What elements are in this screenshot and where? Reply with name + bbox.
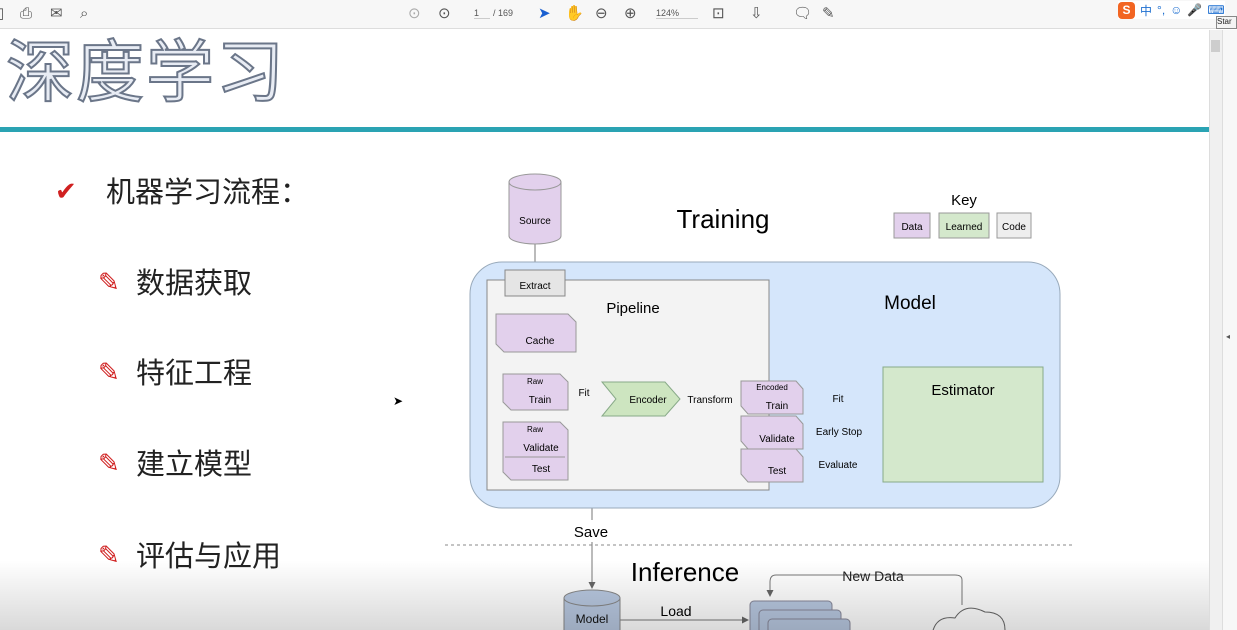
enc-test-label: Test	[768, 466, 787, 477]
test-label: Test	[532, 464, 551, 475]
inference-label: Inference	[631, 557, 739, 587]
early-stop-label: Early Stop	[816, 427, 863, 438]
cache-label: Cache	[526, 336, 555, 347]
raw-label: Raw	[527, 377, 543, 386]
fit-label: Fit	[578, 388, 589, 399]
pencil-icon: ✎	[98, 540, 120, 570]
ime-mode[interactable]: 中	[1140, 3, 1153, 18]
ime-bar: S 中 °, ☺ 🎤 ⌨	[1118, 1, 1225, 19]
ime-punct[interactable]: °,	[1157, 3, 1166, 17]
encoder-label: Encoder	[629, 395, 667, 406]
new-data-label: New Data	[842, 568, 904, 584]
zoom-select[interactable]: 124%	[656, 8, 698, 19]
key-label: Key	[951, 192, 977, 209]
enc-validate-label: Validate	[759, 434, 795, 445]
estimator-label: Estimator	[931, 382, 994, 399]
fit-label: Fit	[832, 394, 843, 405]
scroll-mode-icon[interactable]: ⇩	[750, 5, 763, 22]
scrollbar-thumb[interactable]	[1211, 40, 1220, 52]
title-divider	[0, 127, 1209, 132]
email-icon[interactable]: ✉	[50, 5, 63, 22]
model-db-label: Model	[576, 612, 609, 626]
cloud-icon	[932, 607, 1006, 630]
training-label: Training	[677, 204, 770, 234]
transform-label: Transform	[687, 395, 732, 406]
source-label: Source	[519, 216, 551, 227]
validate-label: Validate	[523, 443, 559, 454]
next-page-icon[interactable]: ⊙	[438, 5, 451, 22]
collapse-arrow-icon[interactable]: ◂	[1226, 332, 1231, 341]
pipeline-label: Pipeline	[606, 300, 659, 317]
source-db	[508, 173, 562, 245]
search-icon[interactable]: ⌕	[80, 5, 89, 22]
hand-tool-icon[interactable]: ✋	[565, 5, 584, 22]
load-label: Load	[660, 603, 691, 619]
train-label: Train	[529, 395, 551, 406]
evaluate-label: Evaluate	[819, 460, 858, 471]
zoom-in-icon[interactable]: ⊕	[624, 5, 637, 22]
emoji-icon[interactable]: ☺	[1170, 3, 1183, 17]
key-code: Code	[1002, 222, 1026, 233]
model-db	[563, 589, 621, 630]
encoded-label: Encoded	[756, 383, 788, 392]
select-tool-icon[interactable]: ➤	[538, 5, 551, 22]
slide-title: 深度学习	[5, 33, 287, 114]
key-learned: Learned	[946, 222, 983, 233]
zoom-out-icon[interactable]: ⊖	[595, 5, 608, 22]
extract-label: Extract	[519, 281, 550, 292]
ml-diagram: Source Training Key Data Learned Code Mo…	[445, 173, 1072, 630]
side-panel-toggle[interactable]: ◂	[1222, 30, 1237, 630]
bullet: 数据获取	[136, 268, 253, 300]
model-label: Model	[884, 293, 936, 314]
raw-label: Raw	[527, 425, 543, 434]
page-total: / 169	[493, 8, 514, 18]
key-data: Data	[901, 222, 923, 233]
save-label: Save	[574, 524, 608, 541]
print-icon[interactable]: ⎙	[20, 5, 33, 22]
mic-icon[interactable]: 🎤	[1187, 3, 1203, 17]
bullet: 建立模型	[136, 449, 253, 481]
pen-icon[interactable]: ✎	[822, 5, 835, 22]
pencil-icon: ✎	[98, 448, 120, 478]
file-icon[interactable]: ▯	[0, 5, 5, 22]
sogou-logo[interactable]: S	[1118, 1, 1135, 19]
pencil-icon: ✎	[98, 267, 120, 297]
check-icon: ✔	[55, 176, 77, 206]
keyboard-icon[interactable]: ⌨	[1207, 3, 1225, 17]
heading: 机器学习流程：	[106, 177, 310, 209]
fit-page-icon[interactable]: ⊡	[712, 5, 725, 22]
bullet: 评估与应用	[136, 541, 282, 573]
pdf-toolbar: ▯ ⎙ ✉ ⌕ ⊙ ⊙ 1 / 169 ➤ ✋ ⊖ ⊕ 124% ⊡ ⇩ 🗨 ✎	[0, 0, 1237, 29]
comment-icon[interactable]: 🗨	[793, 5, 813, 22]
page-input[interactable]: 1	[474, 8, 490, 19]
enc-train-label: Train	[766, 401, 788, 412]
pencil-icon: ✎	[98, 357, 120, 387]
mouse-cursor-icon: ➤	[393, 394, 404, 408]
prev-page-icon[interactable]: ⊙	[408, 5, 421, 22]
tooltip: Star	[1216, 16, 1237, 29]
scrollbar[interactable]	[1209, 30, 1222, 630]
bullet: 特征工程	[136, 358, 253, 390]
